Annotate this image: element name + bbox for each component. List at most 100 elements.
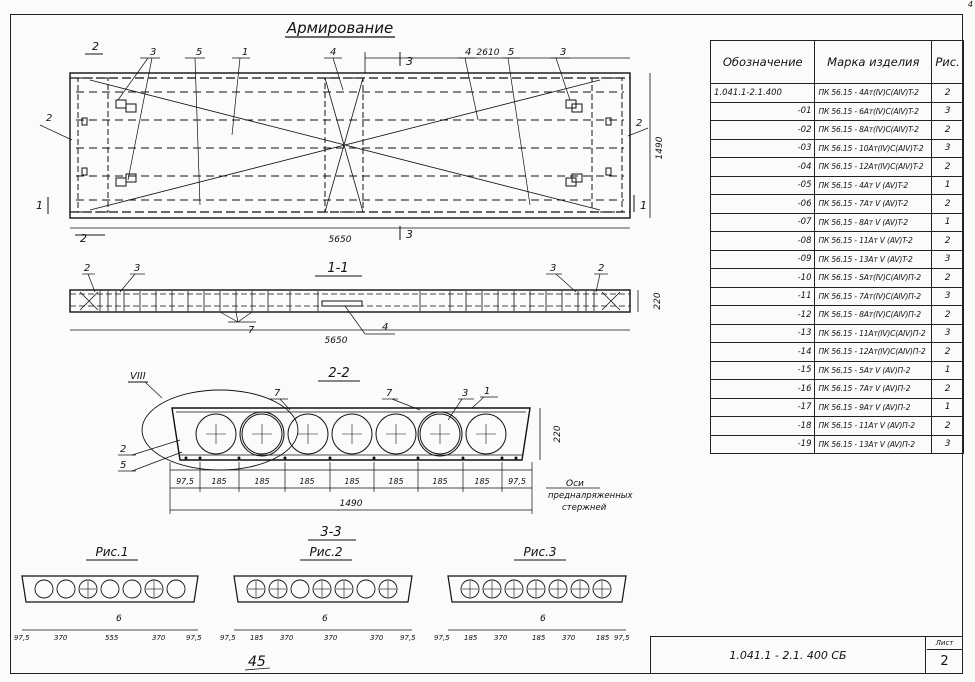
fig-3-dim: 185 [532,634,546,642]
section-1-1-height: 220 [653,292,663,309]
plan-height-dim: 1490 [655,136,665,159]
header-figure: Рис. [931,40,964,84]
fig-1-dim: 97,5 [186,634,202,642]
s22-callout-7-right: 7 [386,388,393,399]
fig-3-dim: 97,5 [614,634,630,642]
fig-3-dim: 370 [494,634,508,642]
cut-mark-1-left: 1 [36,199,43,212]
fig-1-dim: 370 [54,634,68,642]
callout-4-right: 4 [465,47,471,58]
fig-2-dim: 97,5 [220,634,236,642]
callout-3-left: 3 [150,47,156,58]
dim-185: 185 [254,477,269,486]
fig-3-mark: 6 [540,614,546,624]
fig-2-label: Рис.2 [309,545,342,559]
s11-callout-2-right: 2 [598,263,604,274]
cut-mark-3-top: 3 [406,55,413,68]
section-2-2-title: 2-2 [328,366,349,381]
section-1-1-length: 5650 [325,336,348,346]
fig-3-dim: 185 [596,634,610,642]
spec-table: Обозначение Марка изделия Рис. 1.041.1-2… [709,40,964,454]
side-label-2-right: 2 [636,118,642,129]
section-3-3-title: 3-3 [320,525,341,540]
s22-callout-1: 1 [484,386,490,397]
s22-callout-5: 5 [120,460,126,471]
drawing-title: Армирование [286,19,393,37]
s22-callout-3: 3 [462,388,468,399]
s11-callout-3-right: 3 [550,263,556,274]
handwritten-note: 45 [248,654,266,670]
s11-callout-3-left: 3 [134,263,140,274]
fig-1-mark: 6 [116,614,122,624]
section-3-3: 3-3 Рис.1 6 97,5 370 555 370 97,5 Рис.2 [14,525,630,642]
plan-length-dim: 5650 [329,235,352,245]
fig-1-dim: 97,5 [14,634,30,642]
s11-callout-7: 7 [248,325,255,336]
s22-callout-2: 2 [120,444,126,455]
node-label: VIII [130,371,146,382]
axis-note-2: предналряженных [548,491,633,501]
fig-2-mark: 6 [322,614,328,624]
fig-2-dim: 370 [370,634,384,642]
callout-1: 1 [242,47,248,58]
fig-3-label: Рис.3 [523,545,556,559]
fig-2-dim: 370 [280,634,294,642]
axis-note-3: стержней [562,503,607,513]
dim-185: 185 [474,477,489,486]
fig-2-dim: 370 [324,634,338,642]
dim-97-5-left: 97,5 [176,477,194,486]
cut-mark-2-bottom: 2 [80,232,87,245]
title-block: 1.041.1 - 2.1. 400 СБ Лист 2 [650,636,963,674]
fig-2-dim: 185 [250,634,264,642]
cut-mark-1-right: 1 [640,199,647,212]
dim-185: 185 [299,477,314,486]
section-1-1: 1-1 220 5650 2 [69,261,663,346]
section-2-2-height: 220 [553,425,563,442]
side-label-2-left: 2 [46,113,52,124]
cut-mark-3-bottom: 3 [406,228,413,241]
dim-185: 185 [211,477,226,486]
plan-view: 2610 5650 1490 2 2 1 1 3 3 3 5 1 4 4 5 [36,40,665,245]
sheet-number: 2 [940,654,949,669]
axis-note-1: Оси [566,479,584,489]
header-product-mark: Марка изделия [814,40,933,84]
dim-185: 185 [344,477,359,486]
dim-185: 185 [432,477,447,486]
s11-callout-2-left: 2 [84,263,90,274]
plan-width-dim: 2610 [477,48,500,58]
fig-3-dim: 185 [464,634,478,642]
corner-sheet-number: 4 [967,0,973,9]
cut-mark-2-top: 2 [92,40,99,53]
dim-97-5-right: 97,5 [508,477,526,486]
callout-4-left: 4 [330,47,336,58]
document-code: 1.041.1 - 2.1. 400 СБ [651,637,926,673]
section-1-1-title: 1-1 [327,261,348,276]
section-2-2: 2-2 VIII [118,366,633,514]
sheet-label: Лист [927,637,962,650]
fig-1-label: Рис.1 [95,545,128,559]
section-2-2-total-width: 1490 [340,499,363,509]
fig-1-dim: 555 [105,634,119,642]
callout-5-right: 5 [508,47,514,58]
fig-3-dim: 370 [562,634,576,642]
